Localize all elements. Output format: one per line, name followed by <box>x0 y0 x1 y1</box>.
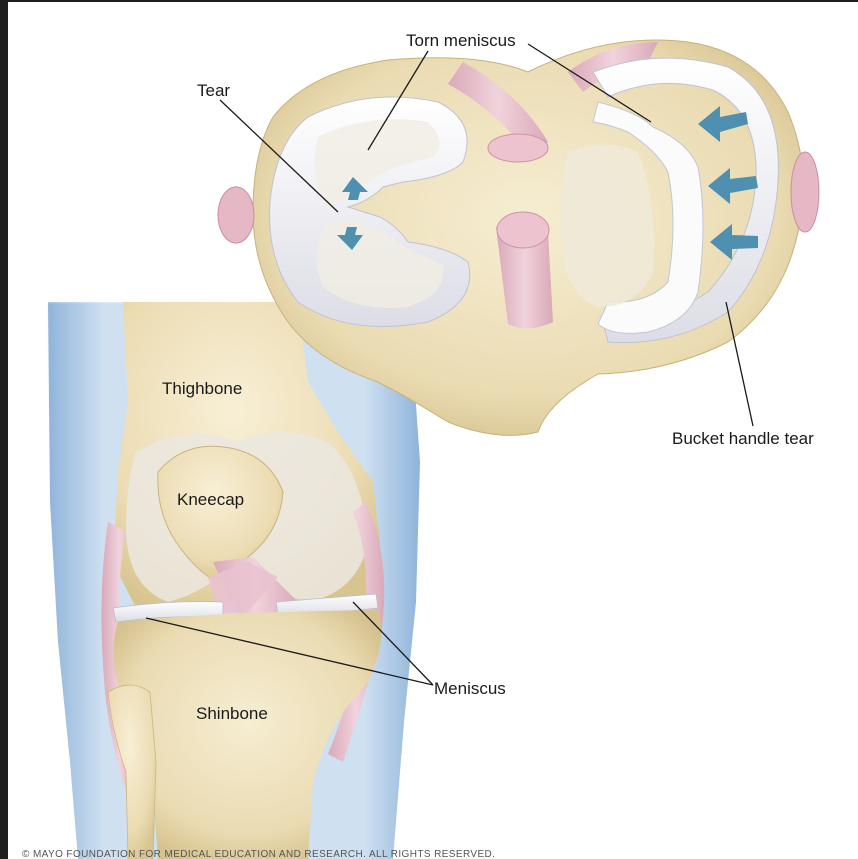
bucket-handle-tear-label: Bucket handle tear <box>672 430 814 447</box>
tear-label: Tear <box>197 82 230 99</box>
meniscus-label: Meniscus <box>434 680 506 697</box>
kneecap-label: Kneecap <box>177 491 244 508</box>
shinbone-label: Shinbone <box>196 705 268 722</box>
thighbone-label: Thighbone <box>162 380 242 397</box>
illustration-frame: Torn meniscus Tear Bucket handle tear Th… <box>8 2 858 859</box>
torn-meniscus-label: Torn meniscus <box>406 32 516 49</box>
copyright-notice: © MAYO FOUNDATION FOR MEDICAL EDUCATION … <box>22 849 495 859</box>
